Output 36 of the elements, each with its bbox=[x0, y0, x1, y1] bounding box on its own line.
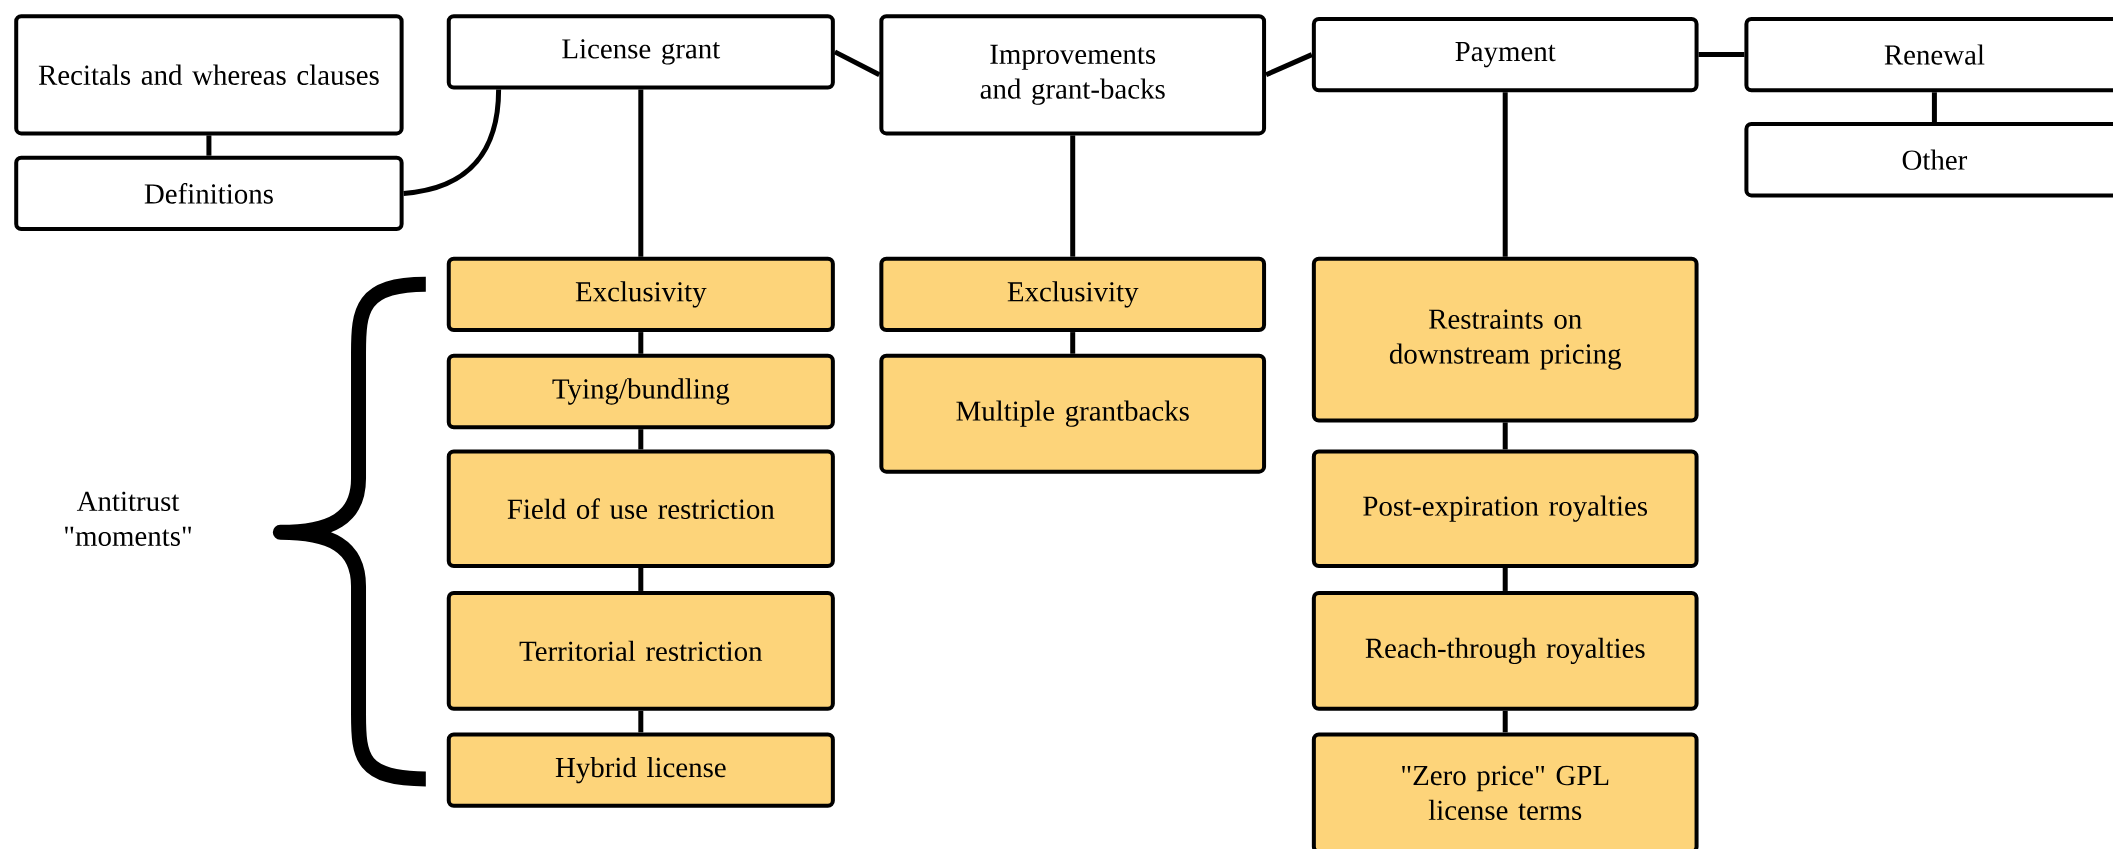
clause-box: License grant bbox=[446, 14, 835, 90]
connector-line bbox=[1931, 92, 1937, 122]
connector-line bbox=[1070, 135, 1076, 257]
antitrust-box: Field of use restriction bbox=[446, 449, 835, 568]
antitrust-box: "Zero price" GPL license terms bbox=[1311, 732, 1699, 849]
antitrust-box: Restraints on downstream pricing bbox=[1311, 256, 1699, 423]
antitrust-box: Hybrid license bbox=[446, 732, 835, 808]
clause-box: Improvements and grant-backs bbox=[879, 14, 1267, 136]
connector-line bbox=[1502, 92, 1508, 257]
clause-box: Definitions bbox=[14, 155, 404, 232]
connector-line bbox=[638, 429, 644, 450]
side-label: Antitrust "moments" bbox=[65, 491, 191, 546]
connector-line bbox=[403, 89, 502, 196]
antitrust-box: Exclusivity bbox=[879, 256, 1267, 333]
connector-line bbox=[638, 710, 644, 733]
antitrust-box: Territorial restriction bbox=[446, 590, 835, 711]
connector-line bbox=[1698, 52, 1745, 58]
antitrust-box: Tying/bundling bbox=[446, 353, 835, 430]
antitrust-box: Multiple grantbacks bbox=[879, 353, 1267, 474]
connector-line bbox=[638, 567, 644, 591]
connector-line bbox=[638, 332, 644, 354]
connector-line bbox=[1502, 567, 1508, 591]
clause-box: Other bbox=[1744, 122, 2113, 198]
connector-line bbox=[1502, 422, 1508, 450]
clause-box: Recitals and whereas clauses bbox=[14, 14, 404, 136]
connector-line bbox=[1070, 332, 1076, 354]
clause-box: Renewal bbox=[1744, 16, 2113, 93]
antitrust-box: Reach-through royalties bbox=[1311, 590, 1699, 711]
connector-line bbox=[206, 135, 212, 156]
connector-line bbox=[1502, 710, 1508, 733]
clause-box: Payment bbox=[1311, 16, 1699, 93]
connector-line bbox=[1265, 52, 1313, 78]
connector-line bbox=[833, 49, 881, 77]
antitrust-box: Post-expiration royalties bbox=[1311, 449, 1699, 568]
antitrust-box: Exclusivity bbox=[446, 256, 835, 333]
connector-line bbox=[638, 89, 644, 257]
